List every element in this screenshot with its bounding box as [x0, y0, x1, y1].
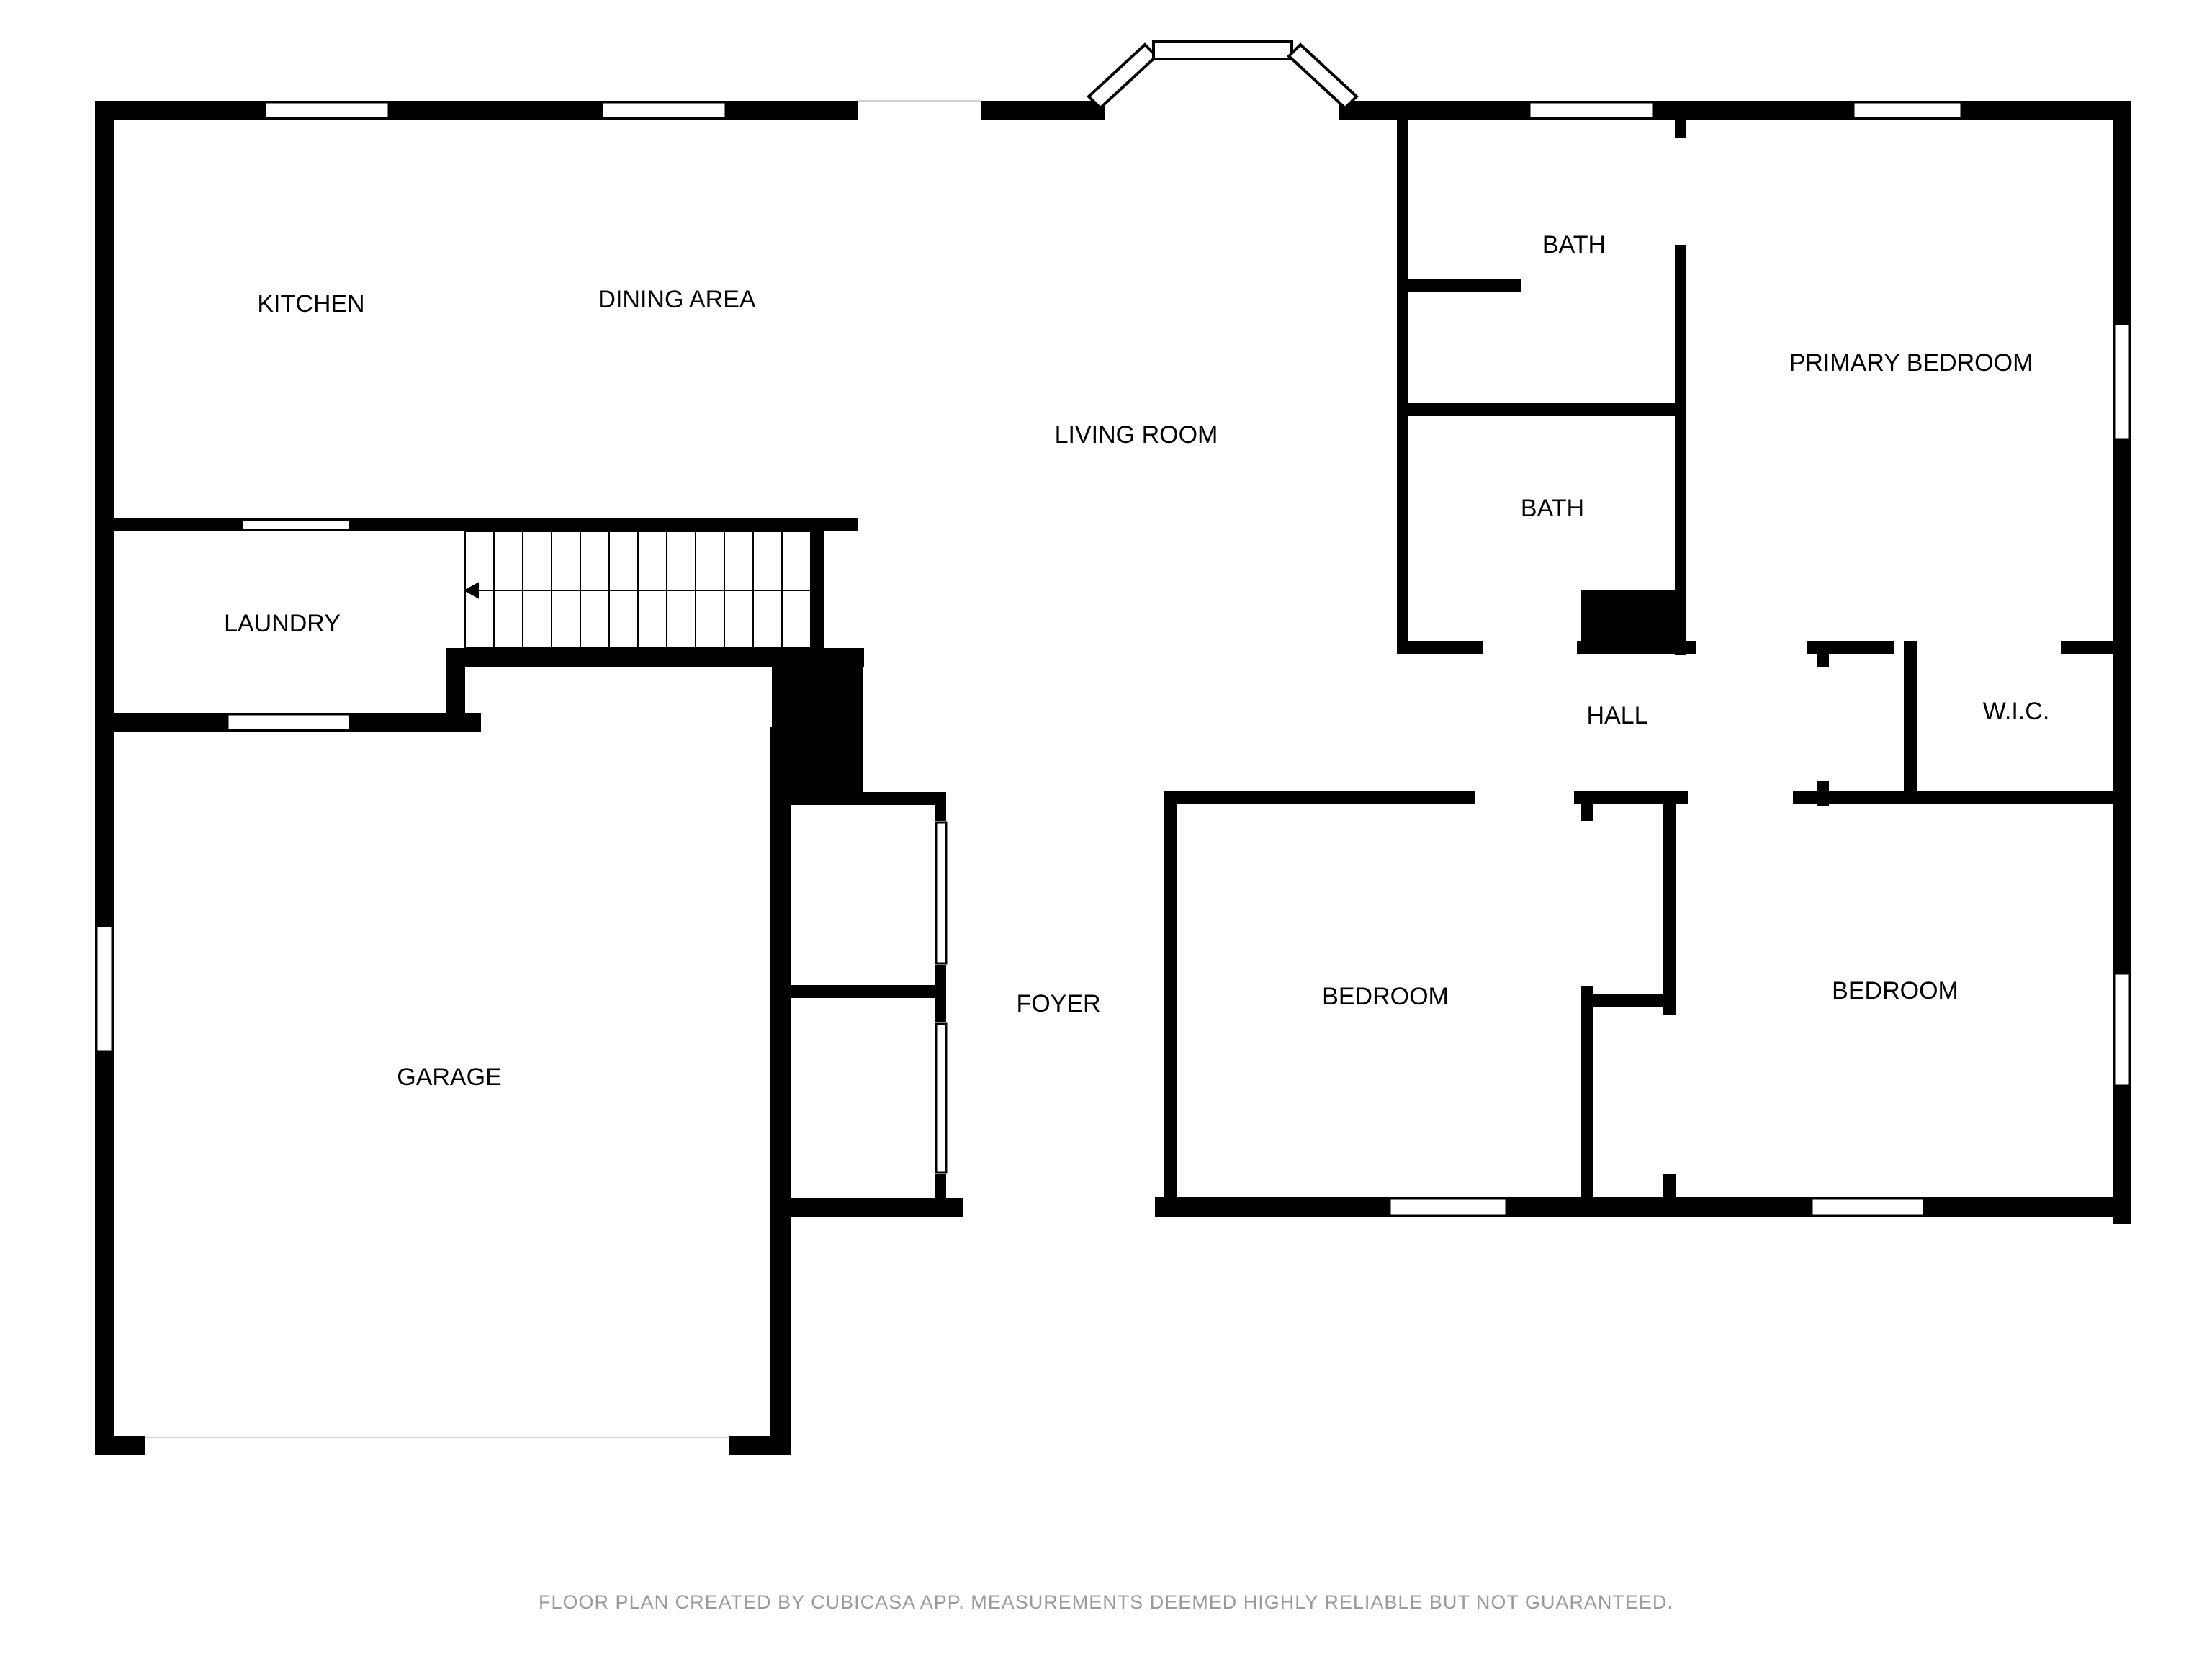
- opening-lines: [145, 100, 981, 1438]
- label-foyer: FOYER: [1016, 990, 1100, 1017]
- label-bedroom-right: BEDROOM: [1832, 977, 1959, 1004]
- window-closet-lower: [935, 1022, 948, 1174]
- label-wic: W.I.C.: [1983, 698, 2050, 725]
- wall-bath-bottom-right: [1577, 641, 1696, 654]
- opening-top-living: [858, 99, 981, 121]
- window-garage-left: [95, 925, 114, 1053]
- wall-closet-right-upper: [935, 792, 946, 821]
- window-bedroom-right: [2113, 972, 2131, 1087]
- wall-closet-top: [791, 792, 946, 805]
- wall-bath-right-top: [1675, 120, 1686, 138]
- stairs-arrow-head: [463, 582, 479, 599]
- label-bath-lower: BATH: [1521, 495, 1584, 522]
- label-laundry: LAUNDRY: [224, 610, 341, 637]
- opening-garage-door: [145, 1437, 729, 1453]
- wall-closet-bottom: [791, 1198, 963, 1217]
- wall-bath-upper-partial: [1408, 279, 1521, 292]
- wall-bedrooms-bottom: [1155, 1197, 2131, 1217]
- wall-bath-divider: [1397, 403, 1686, 416]
- bay-window: [1087, 40, 1359, 110]
- room-labels: KITCHEN DINING AREA LIVING ROOM LAUNDRY …: [224, 231, 2049, 1091]
- label-dining-area: DINING AREA: [598, 286, 755, 313]
- wall-stairs-right: [811, 518, 824, 655]
- wall-garage-right: [770, 727, 791, 1455]
- label-garage: GARAGE: [397, 1064, 501, 1091]
- wall-linen-left: [1817, 641, 1829, 667]
- bay-window-left-pane: [1087, 42, 1159, 110]
- wall-bedroom-closet-right: [1663, 799, 1676, 1015]
- window-bedroom-right-bottom: [1810, 1197, 1925, 1217]
- bay-window-center-pane: [1152, 40, 1293, 60]
- wall-bedroom-top-right: [1793, 791, 2131, 804]
- window-laundry-bottom: [226, 713, 351, 732]
- window-primary-top: [1852, 101, 1963, 120]
- wall-wic-left: [1904, 641, 1917, 799]
- wall-bedroom-closet-left: [1581, 986, 1593, 1211]
- window-kitchen: [264, 101, 390, 120]
- window-bedroom-left-bottom: [1388, 1197, 1508, 1217]
- walls: [95, 101, 2131, 1455]
- wall-top-right: [1339, 101, 2131, 120]
- wall-bedroom-left: [1164, 791, 1177, 1211]
- wall-closet-mid: [791, 985, 946, 998]
- footer-disclaimer: FLOOR PLAN CREATED BY CUBICASA APP. MEAS…: [539, 1591, 1673, 1613]
- openings: [145, 99, 981, 1453]
- windows: [95, 101, 2131, 1217]
- wall-primary-bottom-right: [2061, 641, 2131, 654]
- bay-window-right-pane: [1287, 42, 1359, 110]
- label-hall: HALL: [1586, 702, 1647, 729]
- label-primary-bedroom: PRIMARY BEDROOM: [1789, 349, 2033, 377]
- wall-bedroom-closet-left-top: [1581, 799, 1593, 821]
- wall-garage-bottom-right: [729, 1436, 791, 1455]
- wall-garage-bottom-left: [95, 1436, 145, 1455]
- wall-closet-right-mid: [935, 965, 946, 1022]
- wall-bath-left: [1397, 120, 1408, 652]
- label-living-room: LIVING ROOM: [1055, 421, 1218, 449]
- wall-bedroom-top-mid: [1574, 791, 1688, 804]
- wall-left: [95, 101, 114, 1455]
- window-closet-upper: [935, 821, 948, 965]
- window-bath-top: [1528, 101, 1655, 120]
- label-bath-upper: BATH: [1542, 231, 1606, 258]
- wall-bedroom-closet-mid: [1581, 994, 1675, 1007]
- wall-bath-bottom-left: [1397, 641, 1483, 654]
- window-dining: [601, 101, 727, 120]
- label-kitchen: KITCHEN: [257, 290, 364, 318]
- window-laundry-top: [240, 518, 351, 531]
- wall-bath-right: [1675, 245, 1686, 655]
- wall-bedroom-top-left: [1164, 791, 1475, 804]
- label-bedroom-left: BEDROOM: [1322, 983, 1449, 1010]
- wall-closet-right-lower: [935, 1174, 946, 1202]
- wall-kitchen-laundry: [95, 518, 858, 531]
- window-primary-right: [2113, 323, 2131, 441]
- stairs: [463, 531, 811, 649]
